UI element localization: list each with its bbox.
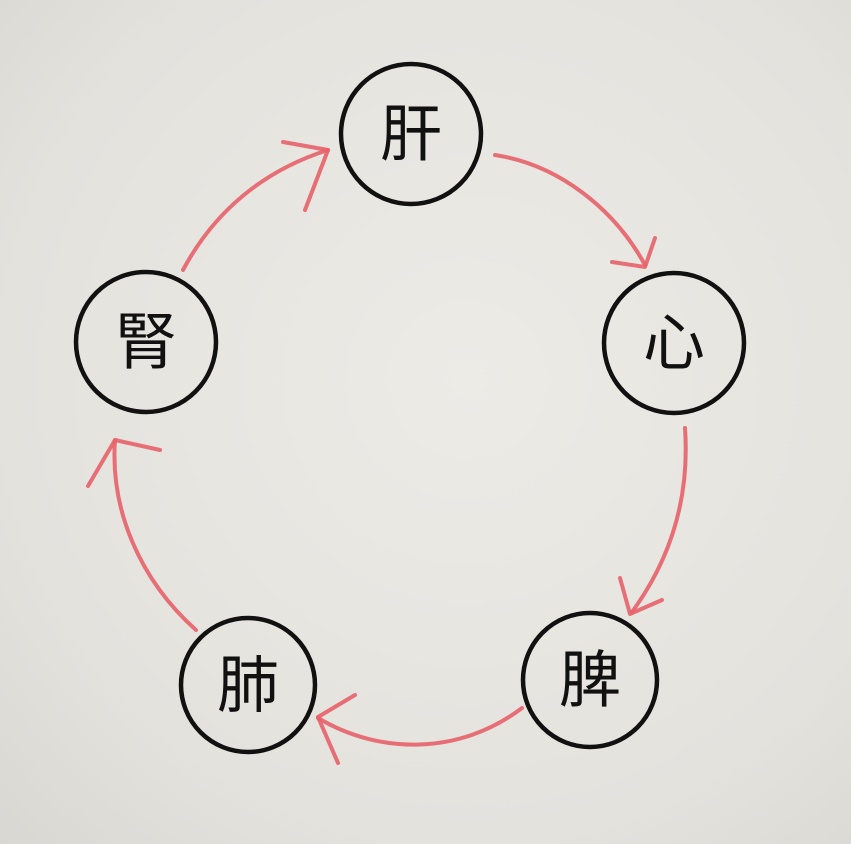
arrow-line (181, 148, 330, 272)
node-heart: 心 (601, 270, 747, 416)
arrow-line (493, 153, 647, 267)
arrow-head (610, 236, 657, 269)
arrow-line (630, 426, 688, 614)
node-liver: 肝 (338, 61, 484, 207)
node-circle (73, 269, 219, 415)
arrow-head (86, 438, 162, 488)
arrow-head (618, 576, 664, 616)
node-label-kidney: 腎 (115, 306, 177, 379)
arrow-head (316, 693, 357, 765)
arrow-line (316, 706, 524, 747)
node-lung: 肺 (178, 615, 318, 755)
node-label-liver: 肝 (380, 98, 442, 171)
node-circle (520, 610, 660, 750)
arrow-lung-to-kidney (86, 438, 198, 632)
node-kidney: 腎 (73, 269, 219, 415)
arrow-liver-to-heart (493, 153, 657, 269)
node-label-spleen: 脾 (559, 644, 621, 717)
node-spleen: 脾 (520, 610, 660, 750)
node-circle (178, 615, 318, 755)
arrow-heart-to-spleen (618, 426, 688, 616)
node-circle (338, 61, 484, 207)
arrow-kidney-to-liver (181, 140, 330, 272)
arrow-spleen-to-lung (316, 693, 524, 765)
node-label-heart: 心 (643, 307, 705, 380)
node-circle (601, 270, 747, 416)
arrow-line (112, 438, 198, 632)
node-label-lung: 肺 (217, 649, 279, 722)
arrow-head (281, 140, 330, 212)
